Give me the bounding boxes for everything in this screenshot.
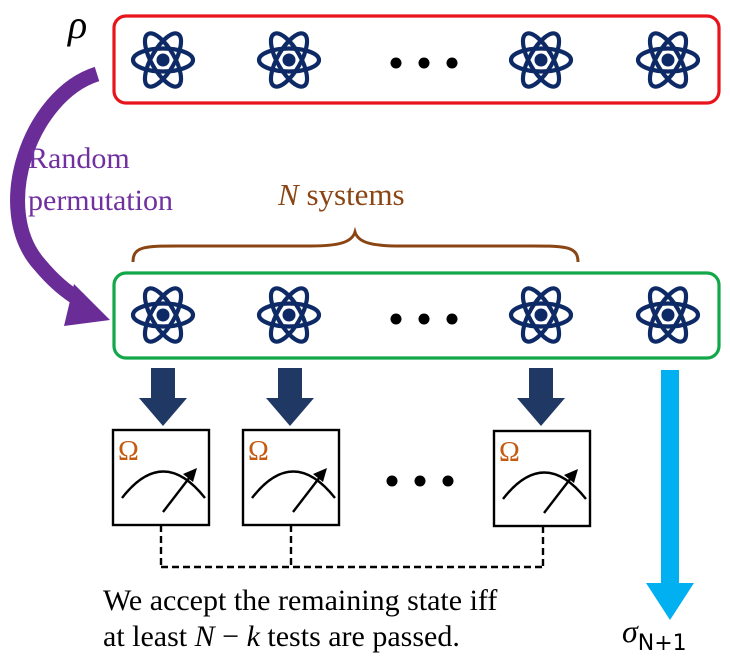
n-systems-label: N systems	[277, 177, 405, 212]
classical-wires	[159, 525, 545, 569]
n-systems-text: systems	[299, 177, 405, 212]
caption-k: k	[247, 620, 261, 653]
atom-icon	[259, 283, 319, 346]
atom-icon	[638, 28, 698, 91]
caption-line2: at least N − k tests are passed.	[103, 620, 460, 653]
atom-icon	[511, 283, 571, 346]
down-arrow-icon	[517, 368, 565, 426]
permuted-systems-box	[112, 271, 721, 360]
atom-icon	[638, 283, 698, 346]
output-arrow	[646, 370, 694, 620]
atom-icon	[133, 283, 193, 346]
caption-text: at least	[103, 620, 195, 653]
omega-label: Ω	[118, 436, 139, 467]
measurement-meter: Ω	[492, 429, 592, 528]
caption-n: N	[194, 620, 217, 653]
down-arrow-icon	[266, 368, 314, 426]
input-atoms-row	[133, 28, 698, 91]
permuted-ellipsis	[390, 313, 458, 325]
n-systems-brace	[131, 226, 580, 263]
input-ellipsis	[390, 57, 458, 69]
atom-icon	[259, 28, 319, 91]
measurement-meter: Ω	[111, 428, 211, 527]
input-state-label: ρ	[66, 2, 87, 47]
permutation-label-line2: permutation	[28, 184, 173, 217]
caption-minus: −	[215, 620, 247, 653]
permutation-arrow	[10, 66, 110, 326]
atom-icon	[511, 28, 571, 91]
output-state-label: σN+1	[622, 613, 687, 656]
n-variable: N	[277, 177, 301, 212]
caption-text: tests are passed.	[260, 620, 460, 653]
down-arrow-icon	[139, 368, 187, 426]
meter-ellipsis	[386, 475, 454, 487]
omega-label: Ω	[499, 437, 520, 468]
measurement-meter: Ω	[241, 428, 341, 527]
caption-line1: We accept the remaining state iff	[103, 584, 497, 617]
sigma-subscript: N+1	[638, 631, 687, 656]
atom-icon	[133, 28, 193, 91]
permuted-atoms-row	[133, 283, 698, 346]
input-state-box	[112, 14, 721, 105]
measurement-arrows	[139, 368, 565, 426]
permutation-label-line1: Random	[28, 142, 130, 175]
omega-label: Ω	[248, 436, 269, 467]
sigma-symbol: σ	[622, 613, 639, 649]
